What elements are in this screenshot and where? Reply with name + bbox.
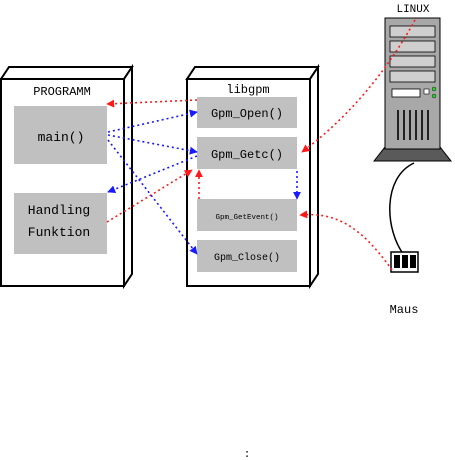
mouse-label: Maus xyxy=(390,303,419,317)
program-title: PROGRAMM xyxy=(33,85,91,99)
arrow-handler-to-getc xyxy=(106,169,193,223)
arrow-linux-to-getc xyxy=(301,19,416,153)
linux-label: LINUX xyxy=(396,4,429,16)
handler-function-box: Handling Funktion xyxy=(14,193,107,254)
footer-mark: : xyxy=(244,449,251,460)
gpm-open-box: Gpm_Open() xyxy=(197,97,297,128)
mouse-cable xyxy=(389,162,415,256)
main-function-label: main() xyxy=(38,130,85,145)
gpm-open-label: Gpm_Open() xyxy=(211,107,283,121)
handler-label-line1: Handling xyxy=(28,203,90,218)
main-function-box: main() xyxy=(14,106,107,164)
arrow-main-to-open xyxy=(107,109,198,133)
libgpm-title: libgpm xyxy=(226,83,269,97)
mouse-plug-icon xyxy=(390,251,419,273)
arrow-main-to-close xyxy=(107,139,198,255)
arrow-open-to-program xyxy=(106,99,198,108)
gpm-close-box: Gpm_Close() xyxy=(197,240,297,272)
arrow-getc-to-handler xyxy=(107,155,198,194)
gpm-close-label: Gpm_Close() xyxy=(214,252,280,264)
server-tower-icon xyxy=(372,17,453,162)
gpm-getevent-label: Gpm_GetEvent() xyxy=(215,214,278,222)
arrow-main-to-getc xyxy=(107,134,198,155)
gpm-getc-box: Gpm_Getc() xyxy=(197,137,297,169)
gpm-getc-label: Gpm_Getc() xyxy=(211,148,283,162)
gpm-getevent-box: Gpm_GetEvent() xyxy=(197,199,297,231)
arrow-mouse-to-getevent xyxy=(299,210,393,271)
handler-label-line2: Funktion xyxy=(28,225,90,240)
